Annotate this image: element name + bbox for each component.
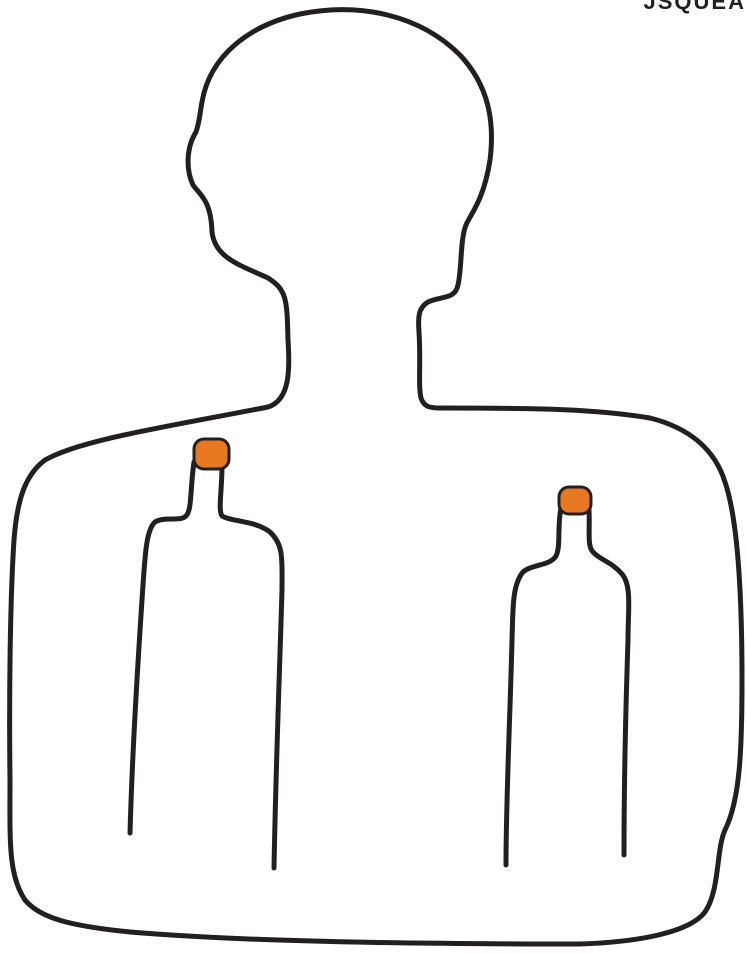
bottle-left	[130, 462, 282, 868]
torso-silhouette	[10, 10, 742, 944]
bottle-right	[506, 508, 629, 865]
bottle-left-cap	[194, 439, 229, 469]
bottle-right-cap	[559, 487, 591, 514]
